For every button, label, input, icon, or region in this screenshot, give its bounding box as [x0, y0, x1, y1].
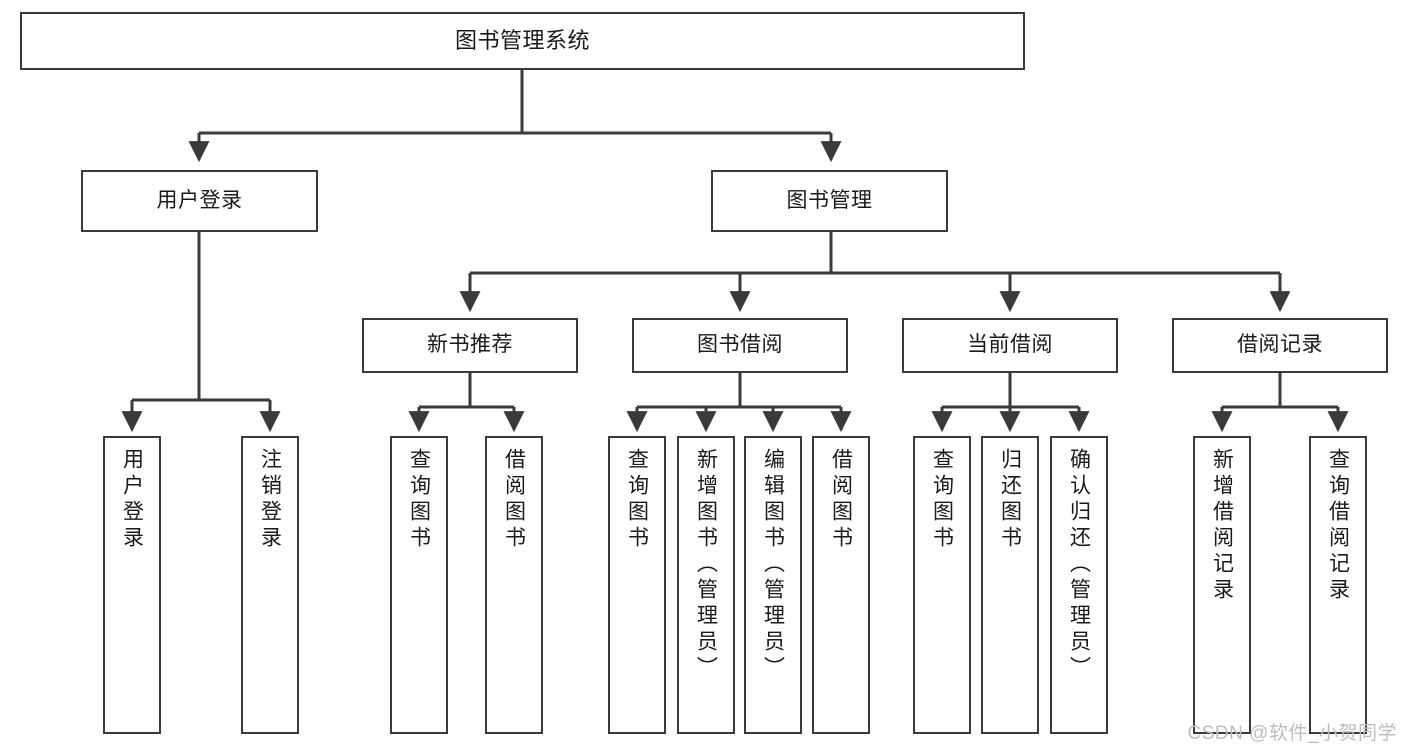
node-label: 新增借阅记录 — [1210, 448, 1234, 604]
node-root-book-management-system[interactable]: 图书管理系统 — [20, 12, 1025, 70]
node-new-book-recommendation[interactable]: 新书推荐 — [362, 318, 578, 373]
node-label: 图书管理系统 — [454, 28, 590, 54]
node-user-login[interactable]: 用户登录 — [81, 170, 318, 232]
node-label: 用户登录 — [120, 448, 144, 552]
node-current-borrowing[interactable]: 当前借阅 — [902, 318, 1118, 373]
node-label: 借阅记录 — [1237, 333, 1323, 357]
leaf-add-borrow-record[interactable]: 新增借阅记录 — [1193, 436, 1251, 734]
leaf-search-books-current[interactable]: 查询图书 — [913, 436, 971, 734]
node-label: 查询图书 — [407, 448, 431, 552]
node-label: 新书推荐 — [427, 333, 513, 357]
leaf-user-login[interactable]: 用户登录 — [103, 436, 161, 734]
leaf-confirm-return-admin[interactable]: 确认归还（管理员） — [1050, 436, 1108, 734]
watermark: CSDN @软件_小贺同学 — [1187, 723, 1397, 744]
node-label: 确认归还（管理员） — [1067, 448, 1091, 682]
node-label: 查询借阅记录 — [1326, 448, 1350, 604]
node-label: 借阅图书 — [502, 448, 526, 552]
node-label: 查询图书 — [930, 448, 954, 552]
leaf-search-books-recommend[interactable]: 查询图书 — [390, 436, 448, 734]
leaf-borrow-books-recommend[interactable]: 借阅图书 — [485, 436, 543, 734]
node-label: 用户登录 — [156, 188, 243, 212]
leaf-borrow-book[interactable]: 借阅图书 — [812, 436, 870, 734]
node-label: 新增图书（管理员） — [694, 448, 718, 682]
leaf-add-book-admin[interactable]: 新增图书（管理员） — [677, 436, 735, 734]
node-book-management[interactable]: 图书管理 — [711, 170, 948, 232]
node-label: 当前借阅 — [967, 333, 1053, 357]
node-label: 借阅图书 — [829, 448, 853, 552]
leaf-logout[interactable]: 注销登录 — [241, 436, 299, 734]
node-label: 归还图书 — [998, 448, 1022, 552]
node-label: 图书借阅 — [697, 333, 783, 357]
leaf-query-borrow-record[interactable]: 查询借阅记录 — [1309, 436, 1367, 734]
node-borrow-records[interactable]: 借阅记录 — [1172, 318, 1388, 373]
node-label: 查询图书 — [625, 448, 649, 552]
node-label: 图书管理 — [786, 188, 873, 212]
leaf-search-books-borrow[interactable]: 查询图书 — [608, 436, 666, 734]
leaf-edit-book-admin[interactable]: 编辑图书（管理员） — [744, 436, 802, 734]
node-book-borrowing[interactable]: 图书借阅 — [632, 318, 848, 373]
node-label: 编辑图书（管理员） — [761, 448, 785, 682]
leaf-return-book[interactable]: 归还图书 — [981, 436, 1039, 734]
node-label: 注销登录 — [258, 448, 282, 552]
